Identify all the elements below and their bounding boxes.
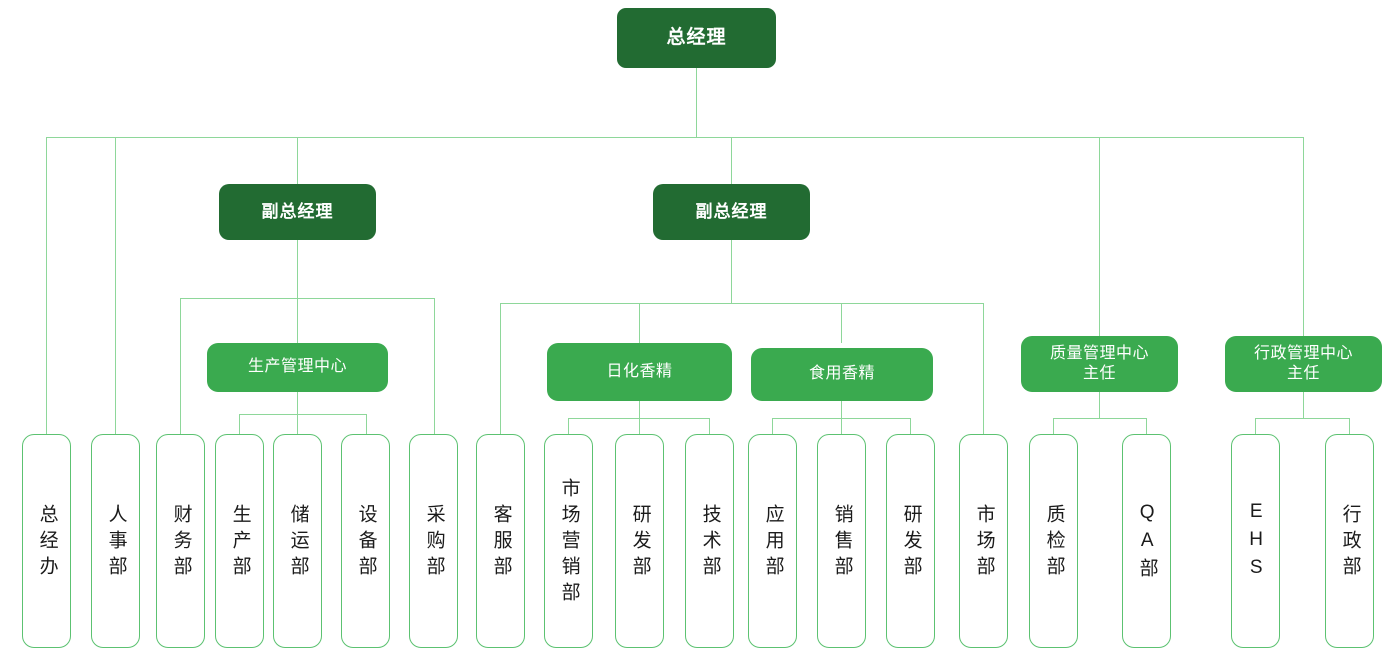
connector-drop-vp1 [297,137,298,184]
connector-drop-market [983,303,984,435]
node-dept-market[interactable]: 市场部 [959,434,1008,648]
node-label: 总经理 [666,26,727,48]
node-label: 人事部 [105,504,127,582]
connector-vp1-to-prod [297,298,298,343]
node-dept-equipment[interactable]: 设备部 [341,434,390,648]
node-dept-rd-daily[interactable]: 研发部 [615,434,664,648]
connector-vp2-stem [731,240,732,303]
connector-drop-customer [500,303,501,435]
node-label: 研发部 [900,504,922,582]
node-daily-chemical-flavor[interactable]: 日化香精 [547,343,732,401]
node-label: 市场部 [973,504,995,582]
connector-drop-equipment [366,414,367,435]
node-dept-hr[interactable]: 人事部 [91,434,140,648]
connector-drop-production [239,414,240,435]
connector-vp2-to-food [841,303,842,343]
node-label: 技术部 [699,504,721,582]
node-label: 行政部 [1339,504,1361,582]
connector-quality-bus [1053,418,1146,419]
node-dept-application[interactable]: 应用部 [748,434,797,648]
node-deputy-gm-2[interactable]: 副总经理 [653,184,810,240]
node-label: 应用部 [762,504,784,582]
node-production-center[interactable]: 生产管理中心 [207,343,388,392]
node-label: 副总经理 [261,202,334,222]
node-dept-warehouse[interactable]: 储运部 [273,434,322,648]
connector-drop-finance [180,298,181,435]
node-label: 市场营销部 [558,478,580,608]
connector-admin-stem [1303,392,1304,418]
connector-drop-application [772,418,773,435]
node-label: QA部 [1136,502,1158,584]
connector-drop-vp2 [731,137,732,184]
connector-vp1-bus [180,298,434,299]
connector-drop-hr [115,137,116,435]
connector-drop-technology [709,418,710,435]
node-dept-purchasing[interactable]: 采购部 [409,434,458,648]
connector-quality-stem [1099,392,1100,418]
node-quality-center[interactable]: 质量管理中心 主任 [1021,336,1178,392]
node-label: 生产管理中心 [247,358,347,376]
connector-prod-bus [239,414,366,415]
connector-drop-admin [1303,137,1304,336]
connector-drop-purchasing [434,298,435,435]
node-label: 采购部 [423,504,445,582]
connector-gm-trunk [696,68,697,137]
node-dept-ehs[interactable]: EHS [1231,434,1280,648]
node-label: 研发部 [629,504,651,582]
connector-drop-rd-food [910,418,911,435]
node-label: 销售部 [831,504,853,582]
connector-drop-marketing [568,418,569,435]
node-dept-qc[interactable]: 质检部 [1029,434,1078,648]
node-dept-production[interactable]: 生产部 [215,434,264,648]
connector-daily-bus [568,418,709,419]
node-food-flavor[interactable]: 食用香精 [751,348,933,401]
node-dept-rd-food[interactable]: 研发部 [886,434,935,648]
node-dept-admin[interactable]: 行政部 [1325,434,1374,648]
connector-drop-gm-office [46,137,47,435]
connector-prod-stem [297,392,298,435]
node-label: EHS [1245,501,1267,585]
node-label: 客服部 [490,504,512,582]
node-dept-qa[interactable]: QA部 [1122,434,1171,648]
node-label: 质量管理中心 主任 [1049,344,1149,382]
node-label: 副总经理 [695,202,768,222]
node-dept-sales[interactable]: 销售部 [817,434,866,648]
node-dept-gm-office[interactable]: 总经办 [22,434,71,648]
node-label: 质检部 [1043,504,1065,582]
connector-vp1-stem [297,240,298,298]
node-dept-customer-service[interactable]: 客服部 [476,434,525,648]
connector-admin-bus [1255,418,1349,419]
node-label: 储运部 [287,504,309,582]
node-label: 设备部 [355,504,377,582]
connector-food-bus [772,418,910,419]
node-label: 行政管理中心 主任 [1253,344,1353,382]
node-dept-finance[interactable]: 财务部 [156,434,205,648]
connector-drop-qa [1146,418,1147,435]
node-dept-marketing[interactable]: 市场营销部 [544,434,593,648]
connector-drop-qc [1053,418,1054,435]
node-label: 食用香精 [808,365,875,383]
node-general-manager[interactable]: 总经理 [617,8,776,68]
connector-drop-quality [1099,137,1100,336]
node-label: 生产部 [229,504,251,582]
node-dept-technology[interactable]: 技术部 [685,434,734,648]
connector-vp2-to-daily [639,303,640,343]
node-label: 总经办 [36,504,58,582]
node-admin-center[interactable]: 行政管理中心 主任 [1225,336,1382,392]
connector-main-bus [46,137,1304,138]
connector-vp2-bus [500,303,983,304]
node-deputy-gm-1[interactable]: 副总经理 [219,184,376,240]
connector-drop-adminpart [1349,418,1350,435]
node-label: 日化香精 [606,362,673,380]
connector-drop-ehs [1255,418,1256,435]
node-label: 财务部 [170,504,192,582]
